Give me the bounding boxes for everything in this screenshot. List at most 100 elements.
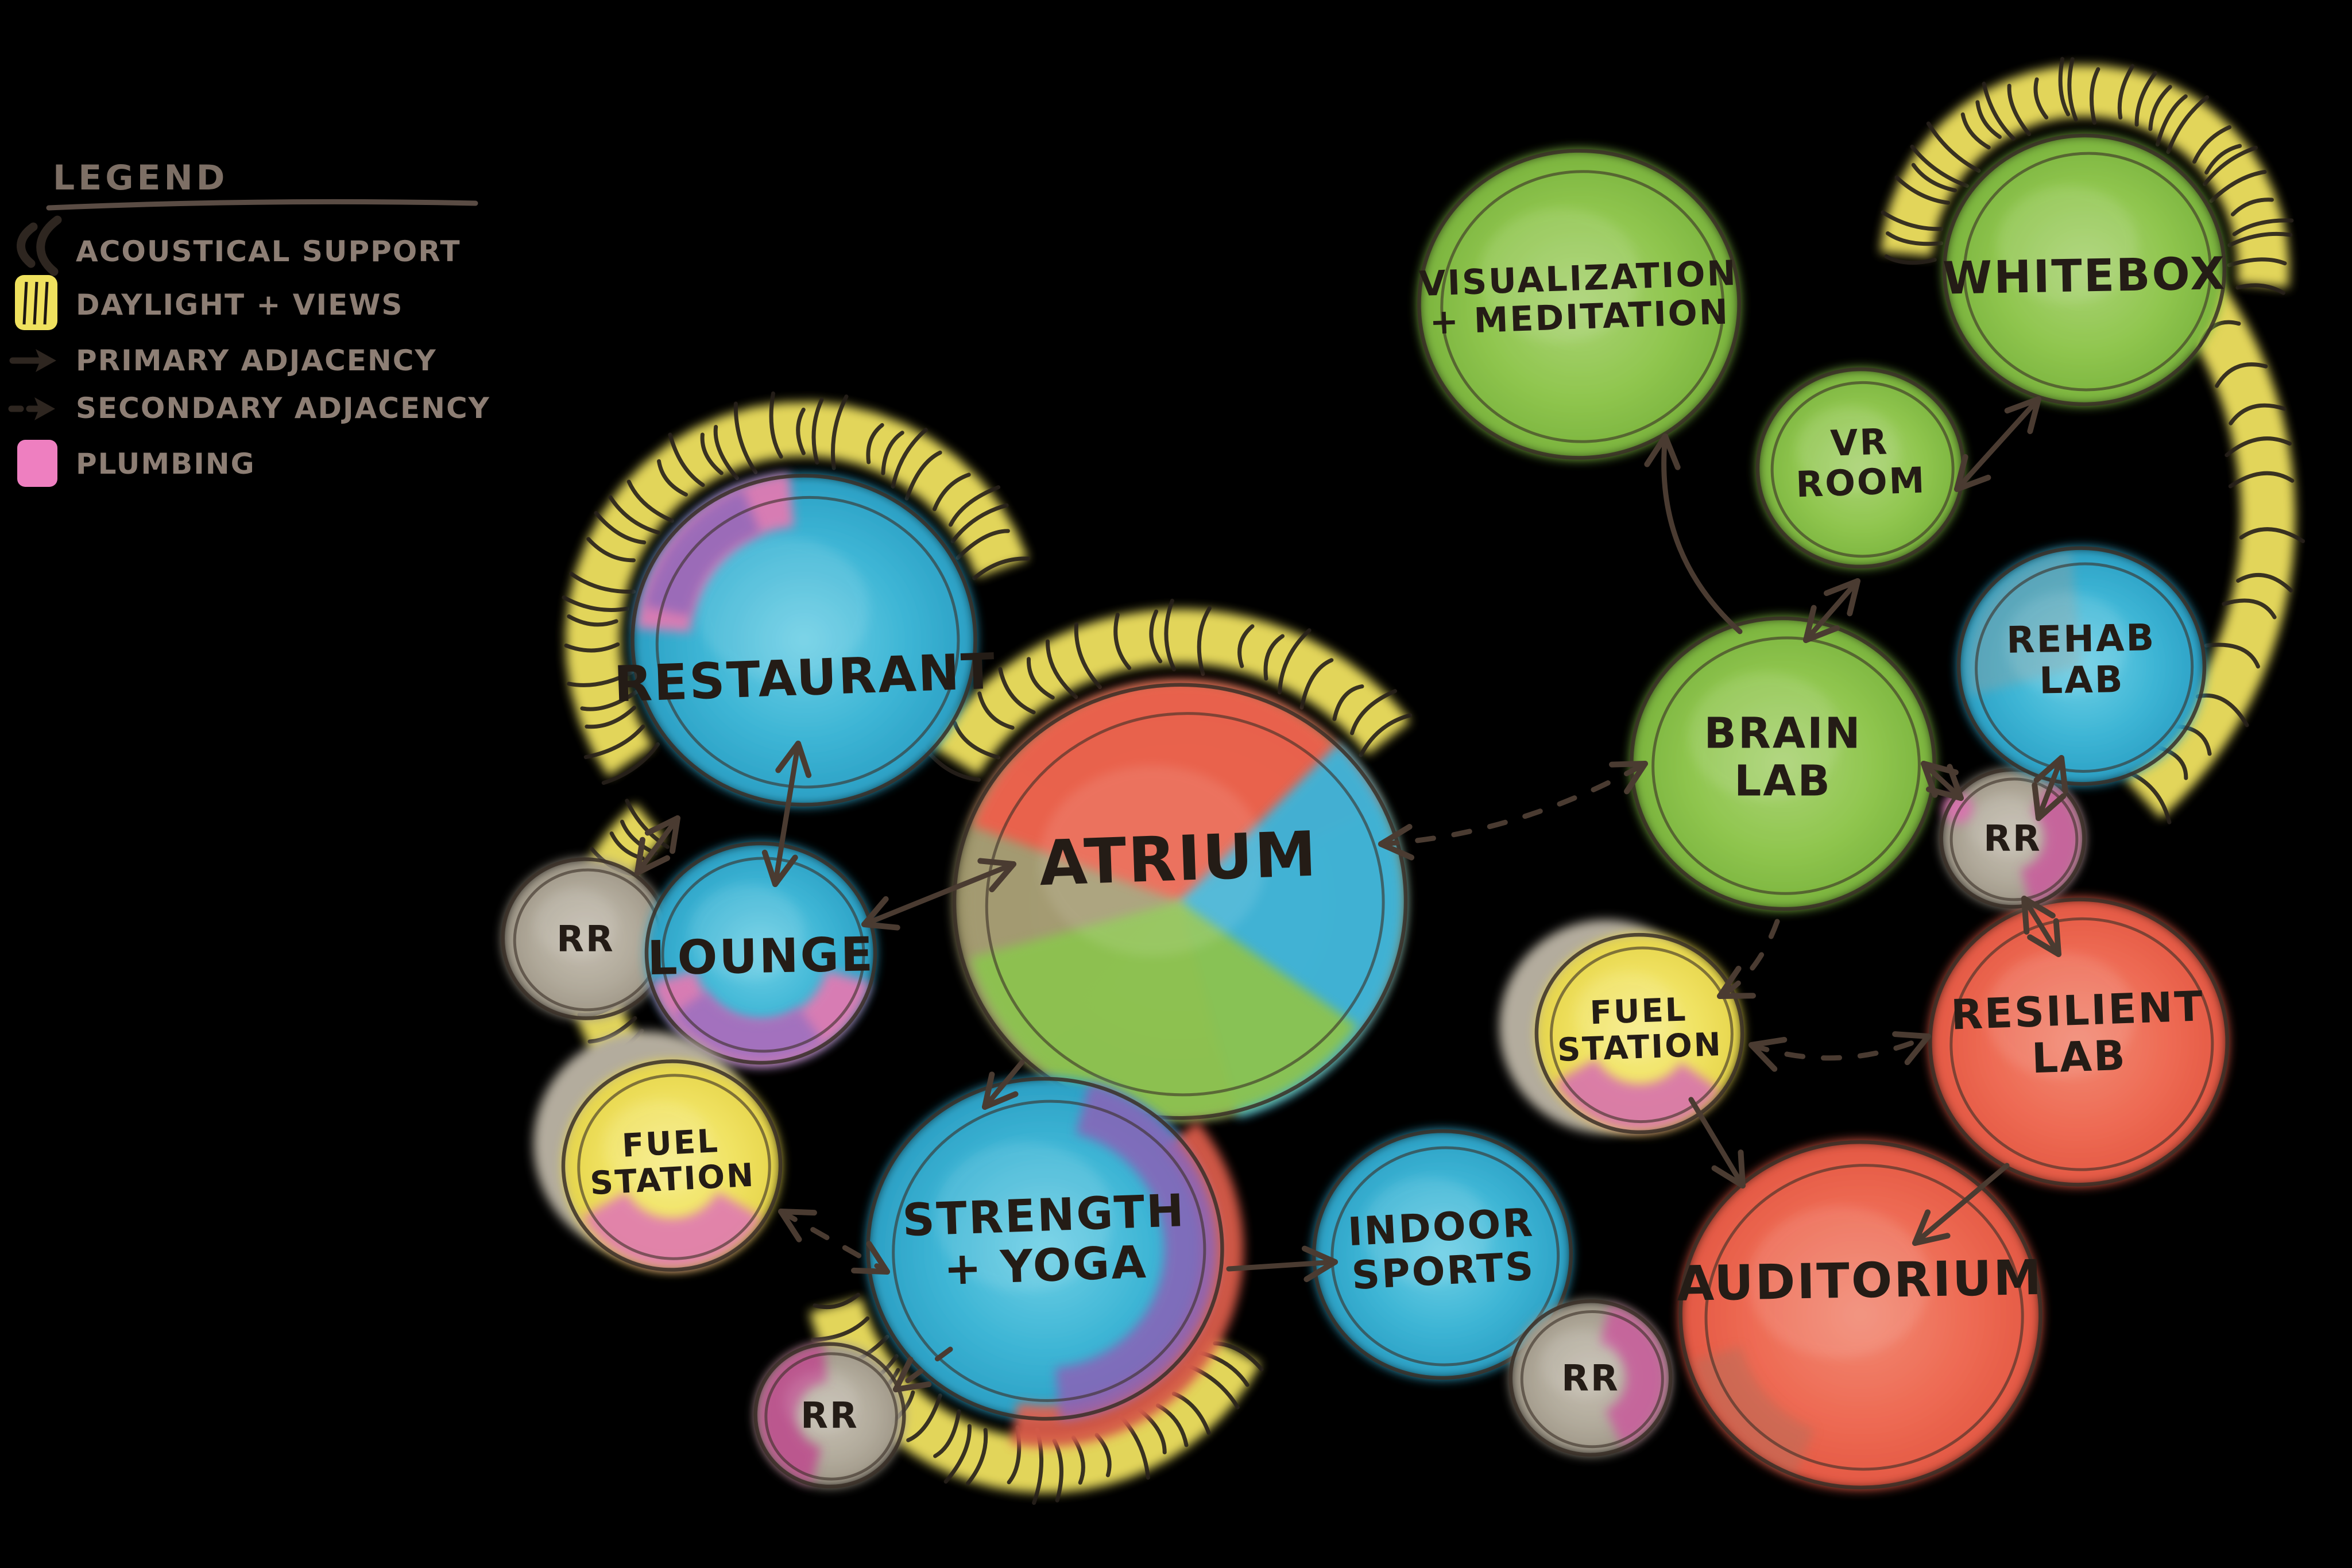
bubble-outline-inner	[1549, 946, 1734, 1124]
daylight-band	[2124, 245, 2296, 819]
label-atrium-line0: ATRIUM	[1038, 818, 1319, 900]
daylight-tick	[1894, 175, 1951, 205]
label-brain-lab-line1: LAB	[1734, 756, 1832, 806]
label-restaurant-line0: RESTAURANT	[613, 642, 997, 713]
daylight-tick	[583, 724, 645, 760]
arrow-fuel-station-east-resilient-lab-line	[1748, 1033, 1931, 1061]
bubble-outline-inner	[892, 1099, 1206, 1402]
daylight-fringe-atrium-daylight	[922, 598, 1413, 782]
bubble-highlight	[1796, 406, 1900, 493]
arrow-fuel-station-west-strength-yoga-head	[866, 1241, 890, 1275]
daylight-tick	[2117, 64, 2135, 120]
arrow-brain-lab-vis-med-head	[1644, 433, 1668, 467]
label-fuel-station-east: FUELSTATION	[1556, 990, 1723, 1069]
arrow-brain-lab-vis-med-line	[1661, 433, 1743, 634]
arrow-restaurant-rr-restaurant-head	[635, 855, 671, 876]
arrow-strength-yoga-indoor-sports-line	[1226, 1259, 1338, 1272]
daylight-tick	[949, 485, 1001, 527]
arrow-atrium-strength-yoga-line	[982, 1059, 1025, 1110]
daylight-tick	[657, 459, 688, 497]
arrow-lounge-atrium-primary	[861, 858, 1016, 931]
daylight-tick	[1982, 82, 2016, 141]
daylight-tick	[811, 1316, 870, 1342]
daylight-tick	[2228, 471, 2295, 489]
label-rr-strength: RR	[800, 1395, 858, 1437]
daylight-tick	[1960, 112, 1991, 150]
daylight-tick	[796, 408, 806, 455]
arrow-atrium-strength-yoga-head	[982, 1091, 1019, 1110]
sound-waves-icon	[36, 215, 62, 276]
bubble-outline-outer	[1508, 1299, 1673, 1457]
bubble-rr-rehab	[1939, 768, 2086, 909]
daylight-tick	[956, 529, 1010, 560]
daylight-tick	[2033, 77, 2049, 120]
daylight-tick	[2204, 642, 2260, 669]
arrow-lounge-atrium-head	[861, 922, 900, 931]
bubble-outline-outer	[561, 1059, 783, 1272]
arrow-fuel-station-east-auditorium-head	[1711, 1165, 1746, 1188]
legend-item-plumbing: PLUMBING	[17, 440, 254, 487]
arrow-fuel-station-east-resilient-lab-head	[1748, 1036, 1788, 1048]
daylight-tick	[713, 425, 739, 481]
bubble-rr-strength	[753, 1342, 906, 1489]
bubble-highlight	[1362, 1177, 1492, 1286]
daylight-tick	[1885, 231, 1944, 246]
daylight-tick	[811, 397, 824, 465]
legend-underline	[46, 199, 478, 211]
label-rr-strength-line0: RR	[800, 1395, 858, 1437]
label-resilient-lab-line1: LAB	[2031, 1031, 2127, 1083]
daylight-fringe-whitebox-daylight	[1880, 57, 2294, 295]
bubble-outline-inner	[655, 495, 960, 789]
bubble-outline-inner	[661, 857, 865, 1053]
arrow-restaurant-lounge-head	[772, 854, 798, 887]
label-rr-sports-line0: RR	[1561, 1357, 1619, 1399]
bubble-highlight	[1986, 953, 2136, 1078]
daylight-tick	[906, 1393, 942, 1442]
daylight-tick	[626, 479, 674, 523]
daylight-tick	[2166, 95, 2210, 154]
daylight-tick	[2235, 283, 2286, 295]
bubble-highlight	[1748, 1206, 1929, 1358]
daylight-tick	[932, 473, 971, 512]
label-lounge: LOUNGE	[647, 927, 875, 986]
arrow-fuel-station-east-resilient-lab-head	[1748, 1042, 1778, 1072]
daylight-tick	[2209, 169, 2267, 203]
yellow-swatch-hatch	[22, 281, 28, 325]
bubble-outline-inner	[764, 1352, 898, 1481]
arrow-atrium-strength-yoga-head	[982, 1071, 995, 1110]
bubble-rr-restaurant	[501, 857, 671, 1020]
bubble-outline-inner	[1704, 1164, 2024, 1471]
legend-item-label: PRIMARY ADJACENCY	[76, 344, 437, 377]
daylight-tick	[1975, 100, 2002, 139]
daylight-tick	[1278, 628, 1312, 695]
bubble-indoor-sports	[1312, 1129, 1573, 1380]
arrow-whitebox-vr-room-line	[1954, 396, 2041, 492]
arrow-fuel-station-east-resilient-lab-head	[1892, 1031, 1931, 1039]
bubble-outline-outer	[1678, 1140, 2042, 1490]
daylight-tick	[608, 495, 660, 535]
label-resilient-lab-line0: RESILIENT	[1950, 982, 2205, 1039]
label-rr-rehab: RR	[1983, 818, 2041, 860]
bubble-accent	[644, 489, 761, 616]
bubble-outline-outer	[1942, 133, 2227, 406]
bubble-outline-inner	[1440, 170, 1725, 443]
bubble-whitebox	[1942, 133, 2227, 406]
bubble-accent	[970, 901, 1358, 1118]
label-indoor-sports-line0: INDOOR	[1347, 1200, 1535, 1255]
bubble-highlight	[1575, 971, 1679, 1059]
bubble-highlight	[934, 1142, 1113, 1292]
arrow-atrium-brain-lab-head	[1378, 841, 1415, 861]
solid-arrow-head	[36, 349, 56, 372]
arrow-atrium-strength-yoga-primary	[982, 1059, 1025, 1110]
daylight-tick	[2203, 145, 2258, 187]
bubble-outline-outer	[644, 841, 877, 1065]
daylight-tick	[585, 706, 637, 729]
arrow-fuel-station-east-auditorium-line	[1688, 1097, 1746, 1188]
label-lounge-line0: LOUNGE	[647, 927, 875, 986]
arrow-resilient-lab-auditorium-head	[1912, 1209, 1931, 1246]
arrow-lounge-atrium-head	[861, 896, 889, 927]
daylight-tick	[601, 742, 660, 785]
bubble-resilient-lab	[1928, 897, 2229, 1187]
